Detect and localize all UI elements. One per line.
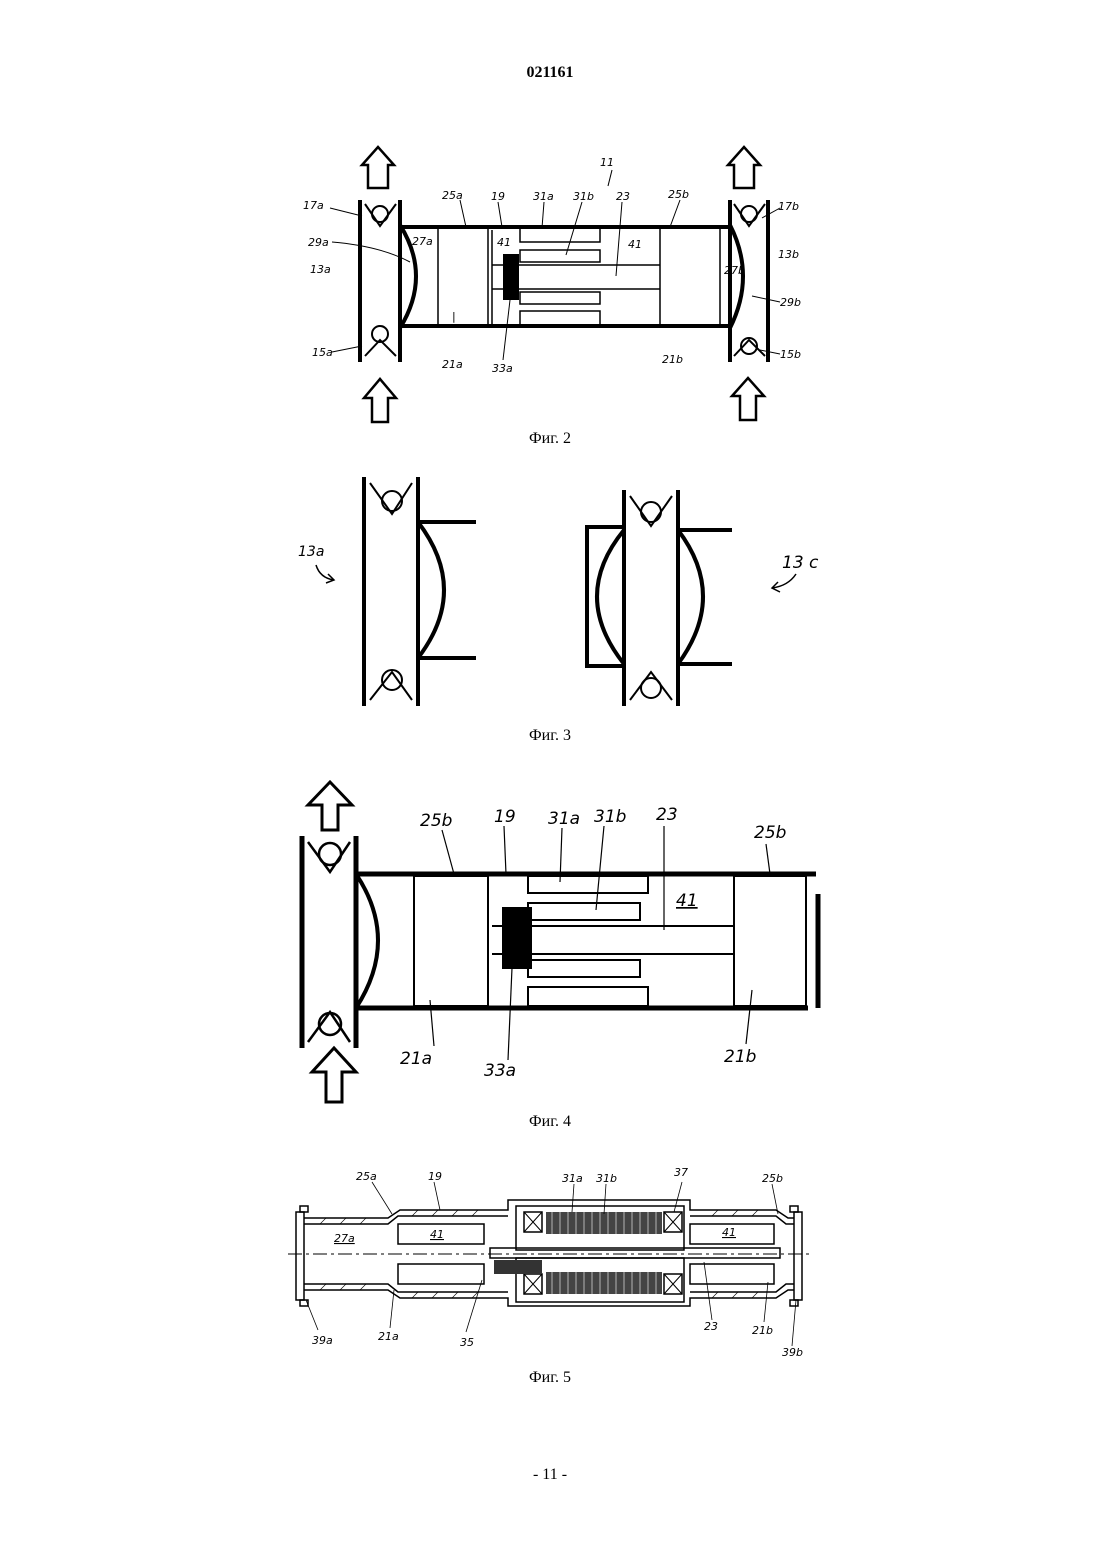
label-25a: 25a — [442, 189, 463, 202]
label-39b: 39b — [782, 1346, 803, 1359]
label-37: 37 — [674, 1166, 688, 1179]
pump-module-13c — [587, 490, 732, 706]
label-25b: 25b — [668, 188, 689, 201]
label-41-left: 41 — [497, 236, 511, 249]
flow-arrow-icon — [308, 782, 356, 1102]
label-13b: 13b — [778, 248, 799, 261]
pump-module-13b — [730, 200, 768, 362]
figure-2-caption: Фиг. 2 — [0, 430, 1100, 448]
label-31a: 31a — [562, 1172, 583, 1185]
label-17a: 17a — [303, 199, 324, 212]
label-25b-left: 25b — [420, 811, 452, 831]
label-21b: 21b — [724, 1047, 756, 1067]
pump-cross-section — [288, 1200, 812, 1306]
label-11: 11 — [600, 156, 614, 169]
label-21a: 21a — [400, 1049, 432, 1069]
label-21a: 21a — [378, 1330, 399, 1343]
label-31b: 31b — [594, 807, 626, 827]
label-27b: 27b — [724, 264, 745, 277]
label-13a: 13a — [298, 544, 324, 560]
label-41: 41 — [676, 891, 698, 911]
arrow-13c — [772, 574, 796, 592]
arrow-13a — [316, 565, 334, 583]
housing-19 — [400, 227, 730, 326]
label-21a-inner: | — [452, 310, 456, 323]
housing-19 — [356, 874, 818, 1008]
label-31b: 31b — [573, 190, 594, 203]
label-33a: 33a — [492, 362, 513, 375]
label-33a: 33a — [484, 1061, 516, 1081]
figure-3-caption: Фиг. 3 — [0, 727, 1100, 745]
label-27a: 27a — [412, 235, 433, 248]
label-41-right: 41 — [628, 238, 642, 251]
label-31a: 31a — [548, 809, 580, 829]
pump-module-13a — [360, 200, 416, 362]
label-19: 19 — [428, 1170, 442, 1183]
label-17b: 17b — [778, 200, 799, 213]
pump-module — [302, 836, 378, 1048]
document-number: 021161 — [0, 64, 1100, 82]
figure-3-drawing: 13a 13 c — [0, 470, 1100, 720]
label-19: 19 — [491, 190, 505, 203]
label-23: 23 — [616, 190, 630, 203]
label-31b: 31b — [596, 1172, 617, 1185]
label-41-left: 41 — [430, 1228, 444, 1241]
label-21a: 21a — [442, 358, 463, 371]
figure-4-caption: Фиг. 4 — [0, 1113, 1100, 1131]
label-29b: 29b — [780, 296, 801, 309]
label-25b: 25b — [762, 1172, 783, 1185]
label-15b: 15b — [780, 348, 801, 361]
label-23: 23 — [656, 805, 678, 825]
flow-arrow-icon — [362, 147, 764, 422]
label-25b-right: 25b — [754, 823, 786, 843]
label-35: 35 — [460, 1336, 474, 1349]
figure-5-caption: Фиг. 5 — [0, 1369, 1100, 1387]
figure-5-drawing: 25a 19 31a 31b 37 25b 27a 41 41 39a 21a … — [0, 1160, 1100, 1360]
label-31a: 31a — [533, 190, 554, 203]
label-15a: 15a — [312, 346, 333, 359]
label-13a: 13a — [310, 263, 331, 276]
label-25a: 25a — [356, 1170, 377, 1183]
label-21b: 21b — [662, 353, 683, 366]
label-23: 23 — [704, 1320, 718, 1333]
figure-4-drawing: 25b 19 31a 31b 23 25b 41 21a 33a 21b — [0, 770, 1100, 1110]
label-19: 19 — [494, 807, 516, 827]
label-13c: 13 c — [782, 553, 819, 573]
label-29a: 29a — [308, 236, 329, 249]
page-number: - 11 - — [0, 1466, 1100, 1484]
label-41-right: 41 — [722, 1226, 736, 1239]
figure-2-drawing: 11 17a 29a 13a 15a 25a 19 31a 31b 23 25b… — [0, 130, 1100, 430]
pump-module-13a — [364, 477, 476, 706]
label-27a: 27a — [334, 1232, 355, 1245]
label-39a: 39a — [312, 1334, 333, 1347]
leader-lines — [430, 826, 770, 1060]
label-21b: 21b — [752, 1324, 773, 1337]
